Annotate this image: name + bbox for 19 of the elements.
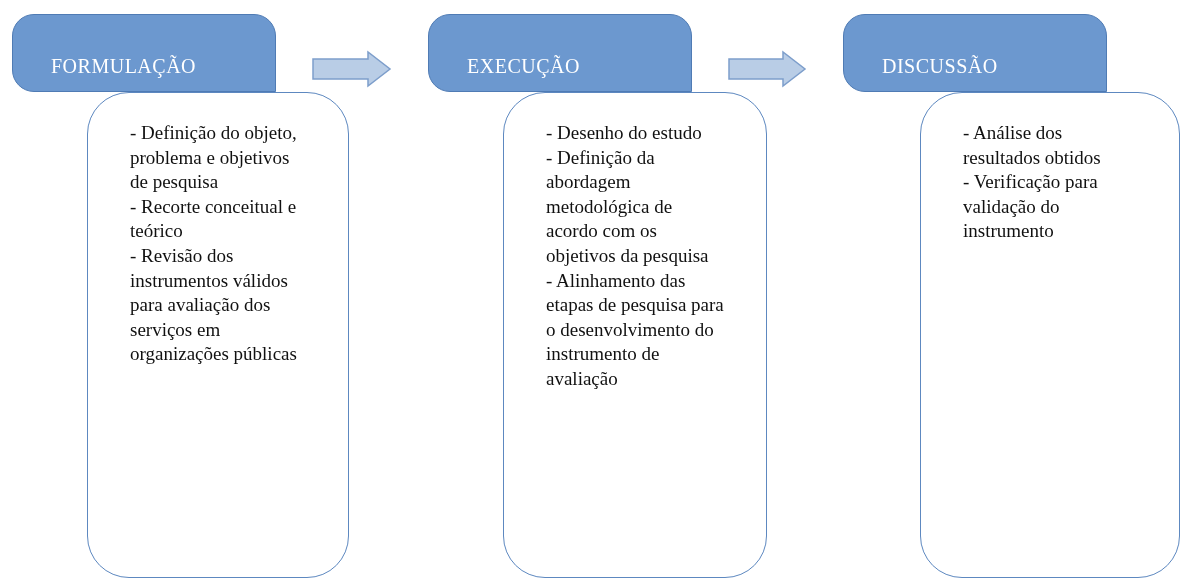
stage-content-card bbox=[503, 92, 767, 578]
stage-content-card bbox=[87, 92, 349, 578]
stage-title: DISCUSSÃO bbox=[882, 55, 998, 78]
stage-header-box bbox=[12, 14, 276, 92]
block-arrow bbox=[312, 50, 392, 88]
stage-content-card bbox=[920, 92, 1180, 578]
bullet-text: - Alinhamento das etapas de pesquisa para o desenvolvimento do instrumento de avaliação bbox=[546, 268, 725, 391]
block-arrow bbox=[728, 50, 807, 88]
bullet-text: - Análise dos resultados obtidos bbox=[963, 121, 1102, 170]
bullet-text: - Desenho do estudo bbox=[546, 121, 703, 145]
stage-header-box bbox=[843, 14, 1107, 92]
stage-header-box bbox=[428, 14, 692, 92]
bullet-text: - Revisão dos instrumentos válidos para avaliação dos serviços em organizações públicas bbox=[130, 243, 298, 367]
stage-title: FORMULAÇÃO bbox=[51, 55, 197, 78]
bullet-text: - Verificação para validação do instrumento bbox=[963, 170, 1099, 244]
bullet-text: - Definição do objeto, problema e objetivos de pesquisa bbox=[130, 121, 298, 195]
bullet-text: - Recorte conceitual e teórico bbox=[130, 194, 298, 244]
bullet-text: - Definição da abordagem metodológica de acordo com os objetivos da pesquisa bbox=[546, 145, 710, 268]
stage-title: EXECUÇÃO bbox=[467, 55, 580, 78]
